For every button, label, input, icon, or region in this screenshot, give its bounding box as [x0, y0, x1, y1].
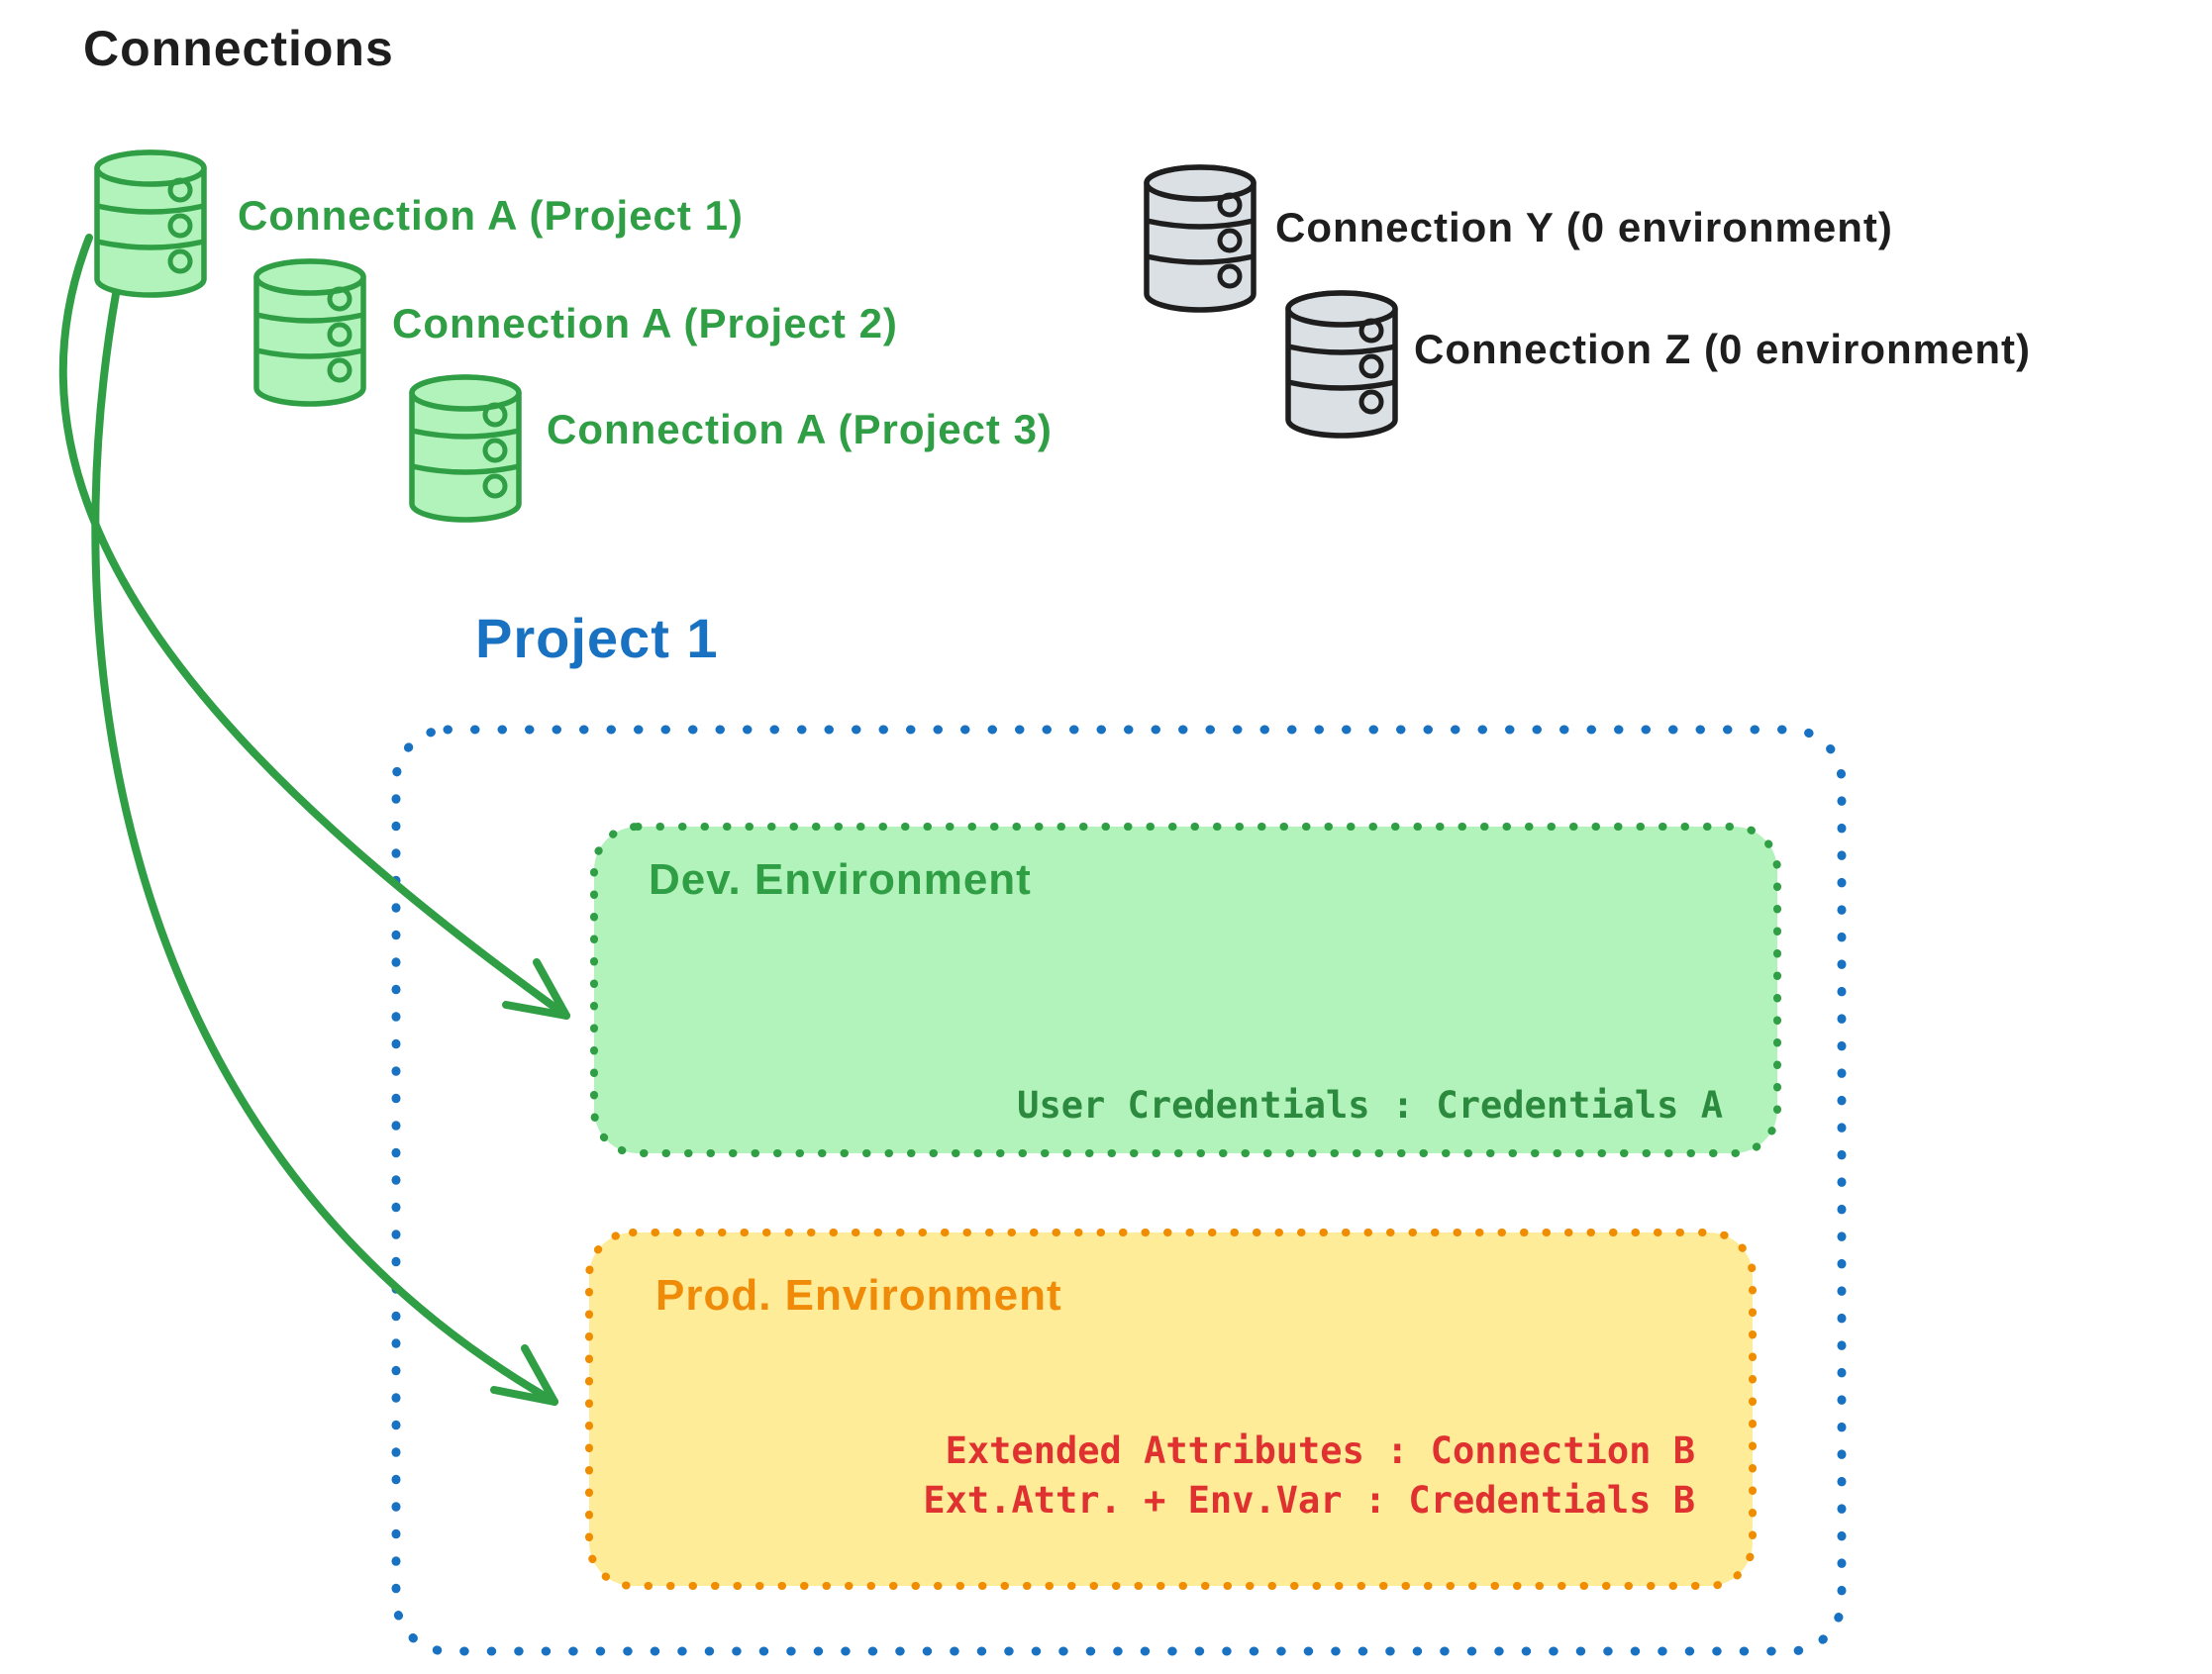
prod-mapping-line-1: Extended Attributes : Connection B	[945, 1429, 1695, 1472]
connection-label-y: Connection Y (0 environment)	[1275, 204, 1893, 250]
prod-environment-title: Prod. Environment	[655, 1271, 1062, 1320]
diagram-title: Connections	[83, 21, 394, 76]
database-icon-connection-a-2	[253, 258, 366, 407]
connection-label-z: Connection Z (0 environment)	[1414, 326, 2032, 372]
database-icon-connection-y	[1144, 164, 1257, 313]
prod-environment-box	[585, 1229, 1757, 1590]
arrow-to-prod-environment	[91, 290, 558, 1406]
dev-environment-title: Dev. Environment	[649, 855, 1032, 904]
database-icon-connection-a-3	[409, 374, 522, 523]
dev-environment-box	[590, 823, 1781, 1157]
connection-label-project-3: Connection A (Project 3)	[547, 406, 1053, 452]
arrow-to-dev-environment	[58, 234, 570, 1020]
project-title: Project 1	[475, 607, 719, 669]
connection-label-project-1: Connection A (Project 1)	[238, 192, 744, 239]
arrowhead-icon	[490, 1344, 558, 1406]
project-box-border	[391, 725, 1847, 1656]
connection-label-project-2: Connection A (Project 2)	[392, 300, 898, 346]
database-icon-connection-a-1	[94, 149, 207, 298]
prod-mappings: Extended Attributes : Connection B Ext.A…	[923, 1427, 1695, 1526]
database-icon-connection-z	[1285, 290, 1398, 439]
dev-credentials-mapping: User Credentials : Credentials A	[1017, 1084, 1723, 1127]
prod-mapping-line-2: Ext.Attr. + Env.Var : Credentials B	[923, 1479, 1695, 1522]
arrowhead-icon	[502, 958, 570, 1020]
